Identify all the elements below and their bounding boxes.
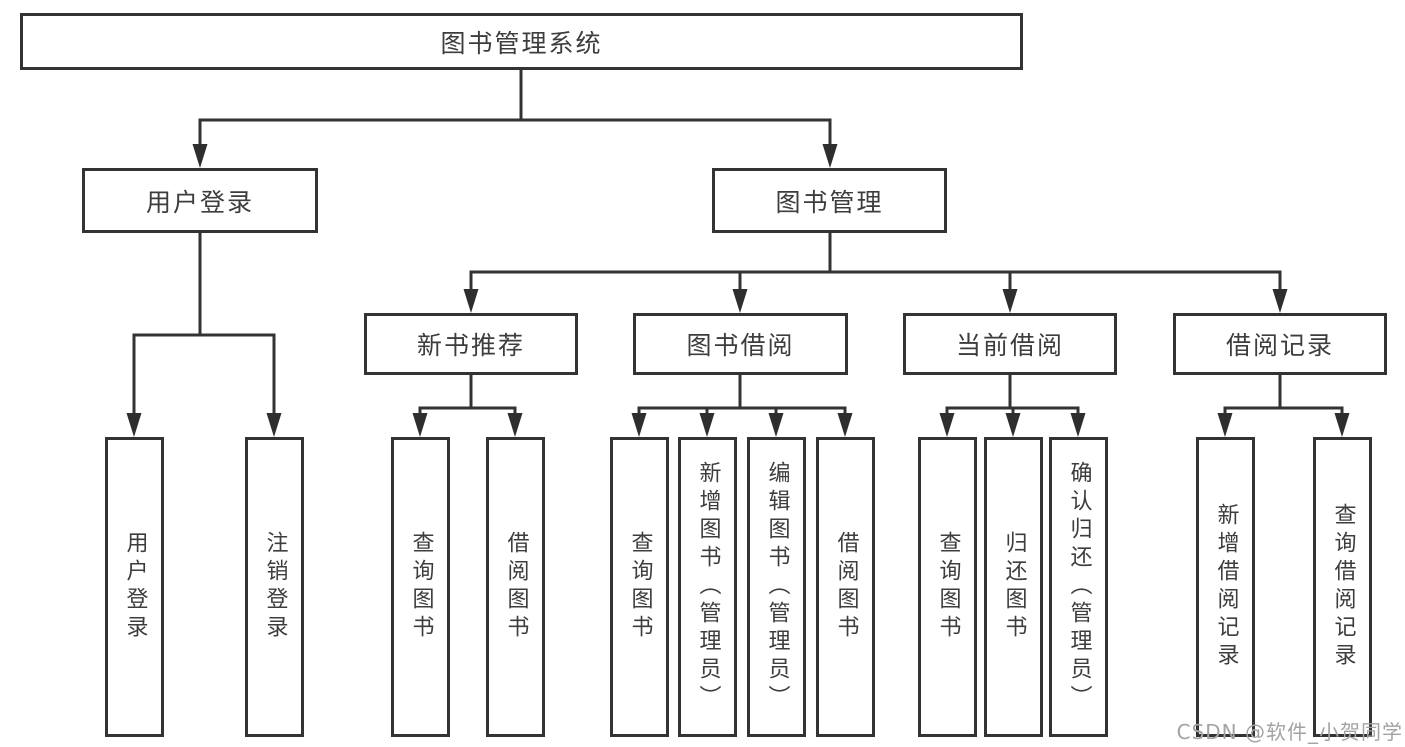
node-leaf-query-books-borrowing: 查询图书 [610, 437, 669, 737]
node-leaf-add-borrow-record: 新增借阅记录 [1196, 437, 1255, 737]
node-user-login: 用户登录 [82, 168, 318, 233]
node-root-system: 图书管理系统 [20, 13, 1023, 70]
leaf-label: 新增图书（管理员） [695, 461, 721, 713]
node-current-borrowing-label: 当前借阅 [955, 331, 1064, 360]
leaf-label: 注销登录 [262, 531, 288, 643]
node-leaf-borrow-books-newrec: 借阅图书 [486, 437, 545, 737]
leaf-label: 查询图书 [935, 531, 961, 643]
node-root-label: 图书管理系统 [440, 28, 603, 58]
leaf-label: 查询图书 [627, 531, 653, 643]
node-leaf-user-login: 用户登录 [105, 437, 164, 737]
node-leaf-logout: 注销登录 [245, 437, 304, 737]
node-new-book-recommend-label: 新书推荐 [416, 331, 525, 360]
leaf-label: 查询借阅记录 [1330, 503, 1356, 671]
node-current-borrowing: 当前借阅 [903, 313, 1117, 375]
connector-paths [132, 70, 1344, 416]
node-leaf-edit-book-admin: 编辑图书（管理员） [747, 437, 806, 737]
node-user-login-label: 用户登录 [145, 187, 254, 217]
node-leaf-query-borrow-record: 查询借阅记录 [1313, 437, 1372, 737]
node-book-management-label: 图书管理 [775, 187, 884, 217]
node-book-management: 图书管理 [712, 168, 947, 233]
leaf-label: 查询图书 [408, 531, 434, 643]
node-leaf-add-book-admin: 新增图书（管理员） [678, 437, 737, 737]
leaf-label: 用户登录 [122, 531, 148, 643]
leaf-label: 新增借阅记录 [1213, 503, 1239, 671]
leaf-label: 借阅图书 [503, 531, 529, 643]
leaf-label: 归还图书 [1001, 531, 1027, 643]
node-borrow-records-label: 借阅记录 [1225, 331, 1334, 360]
leaf-label: 确认归还（管理员） [1066, 461, 1092, 713]
arrowheads [126, 144, 1350, 437]
leaf-label: 编辑图书（管理员） [764, 461, 790, 713]
node-new-book-recommend: 新书推荐 [364, 313, 578, 375]
node-leaf-query-books-newrec: 查询图书 [391, 437, 450, 737]
node-book-borrowing: 图书借阅 [633, 313, 848, 375]
node-leaf-return-book: 归还图书 [984, 437, 1043, 737]
node-leaf-borrow-books-borrowing: 借阅图书 [816, 437, 875, 737]
leaf-label: 借阅图书 [833, 531, 859, 643]
node-leaf-query-books-current: 查询图书 [918, 437, 977, 737]
node-leaf-confirm-return-admin: 确认归还（管理员） [1049, 437, 1108, 737]
watermark-text: CSDN @软件_小贺同学 [1176, 720, 1403, 744]
node-borrow-records: 借阅记录 [1173, 313, 1387, 375]
node-book-borrowing-label: 图书借阅 [686, 331, 795, 360]
